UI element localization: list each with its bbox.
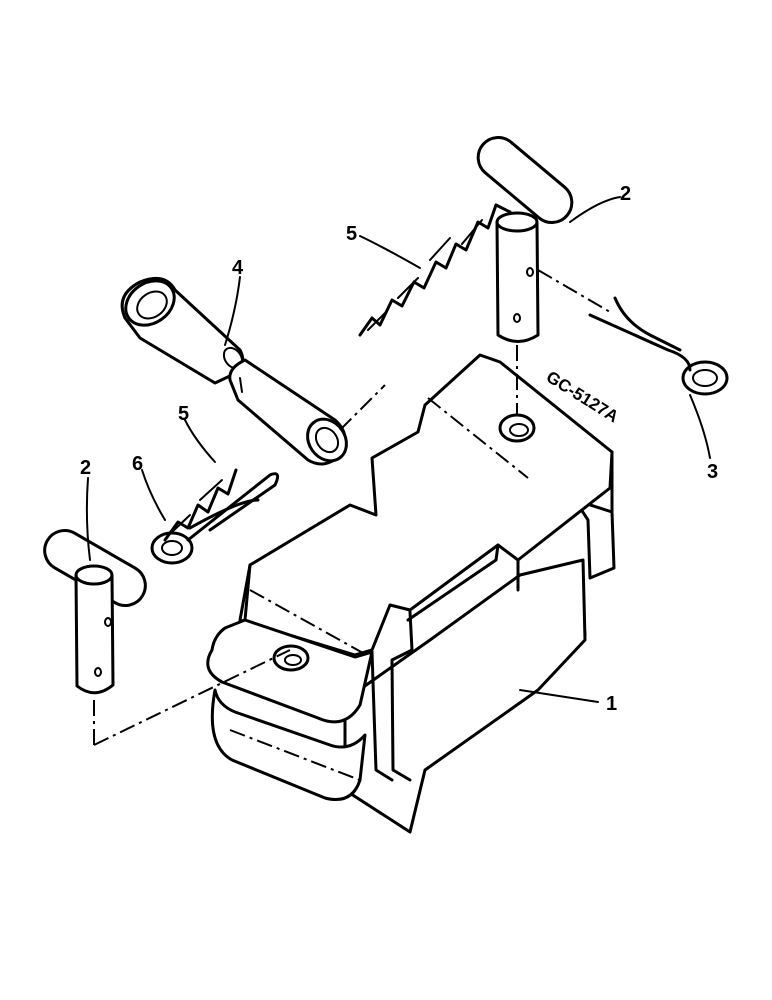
bushing xyxy=(120,276,348,466)
callout-5-lower: 5 xyxy=(178,403,189,425)
drawbar-body xyxy=(206,353,616,834)
callout-2-upper: 2 xyxy=(620,183,631,205)
callout-3: 3 xyxy=(707,461,718,483)
callout-1: 1 xyxy=(606,693,617,715)
callout-2-lower: 2 xyxy=(80,457,91,479)
chain-upper xyxy=(358,203,512,337)
callout-5-upper: 5 xyxy=(346,223,357,245)
callout-6: 6 xyxy=(132,453,143,475)
hitch-pin-lower xyxy=(43,529,291,746)
hitch-pin-upper xyxy=(476,136,574,415)
chain-and-clip-lower xyxy=(150,384,386,565)
leader-lines xyxy=(85,196,711,703)
callout-4: 4 xyxy=(232,257,244,279)
hairpin-clip xyxy=(537,269,729,396)
